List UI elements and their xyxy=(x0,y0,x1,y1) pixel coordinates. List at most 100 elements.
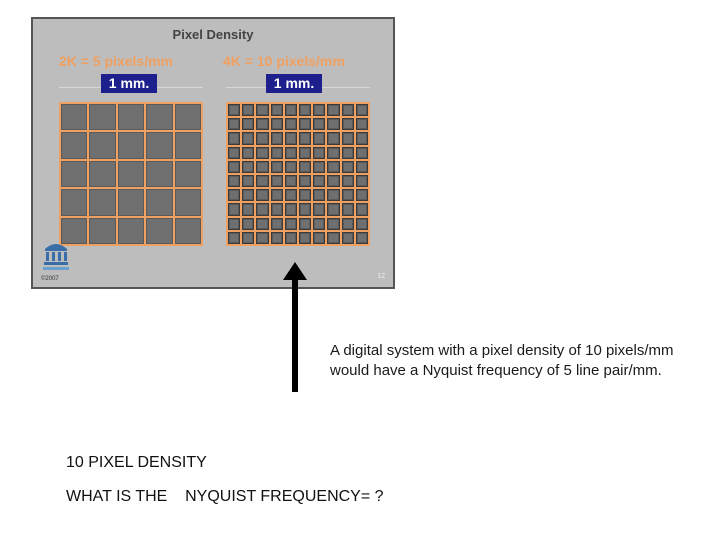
pixel-cell xyxy=(341,104,354,117)
pixel-cell xyxy=(327,118,340,131)
pixel-cell xyxy=(313,203,326,216)
pixel-cell xyxy=(298,146,312,159)
pixel-cell xyxy=(298,104,312,117)
pixel-cell xyxy=(284,146,297,159)
label-4k: 4K = 10 pixels/mm xyxy=(223,53,345,69)
pixel-cell xyxy=(298,189,312,202)
mm-label-4k: 1 mm. xyxy=(266,74,322,93)
pixel-cell xyxy=(327,231,340,244)
pixel-cell xyxy=(174,132,201,159)
pixel-cell xyxy=(355,104,368,117)
pixel-cell xyxy=(228,132,241,145)
pixel-cell xyxy=(61,132,88,159)
pixel-cell xyxy=(146,104,173,131)
pixel-cell xyxy=(228,160,241,173)
pixel-cell xyxy=(341,231,354,244)
pixel-cell xyxy=(242,217,255,230)
pixel-cell xyxy=(256,160,269,173)
pixel-cell xyxy=(298,203,312,216)
pixel-cell xyxy=(242,146,255,159)
up-arrow-icon xyxy=(283,262,307,392)
pixel-cell xyxy=(284,217,297,230)
pixel-cell xyxy=(313,118,326,131)
pixel-cell xyxy=(228,104,241,117)
pixel-cell xyxy=(61,104,88,131)
pixel-cell xyxy=(327,132,340,145)
pixel-cell xyxy=(146,132,173,159)
pixel-cell xyxy=(174,160,201,188)
pixel-cell xyxy=(355,174,368,188)
mm-label-2k: 1 mm. xyxy=(101,74,157,93)
pixel-cell xyxy=(228,146,241,159)
pixel-cell xyxy=(61,189,88,216)
pixel-cell xyxy=(228,174,241,188)
pixel-cell xyxy=(355,189,368,202)
pixel-cell xyxy=(313,189,326,202)
pixel-cell xyxy=(341,189,354,202)
pixel-cell xyxy=(146,217,173,244)
pixel-cell xyxy=(327,174,340,188)
pixel-cell xyxy=(270,146,283,159)
pixel-cell xyxy=(242,132,255,145)
pixel-cell xyxy=(256,217,269,230)
pixel-cell xyxy=(256,146,269,159)
pixel-cell xyxy=(242,118,255,131)
pixel-cell xyxy=(313,231,326,244)
pixel-cell xyxy=(355,231,368,244)
pixel-cell xyxy=(327,203,340,216)
pixel-cell xyxy=(313,104,326,117)
pixel-cell xyxy=(89,217,116,244)
pixel-cell xyxy=(117,189,145,216)
pixel-cell xyxy=(298,118,312,131)
pixel-cell xyxy=(270,118,283,131)
pixel-cell xyxy=(228,231,241,244)
pixel-cell xyxy=(284,104,297,117)
pixel-cell xyxy=(174,189,201,216)
pixel-cell xyxy=(89,160,116,188)
pixel-cell xyxy=(313,146,326,159)
pixel-cell xyxy=(327,217,340,230)
pixel-cell xyxy=(89,132,116,159)
pixel-cell xyxy=(256,118,269,131)
pixel-cell xyxy=(270,189,283,202)
pixel-cell xyxy=(256,174,269,188)
pixel-cell xyxy=(341,146,354,159)
pixel-cell xyxy=(313,217,326,230)
pixel-grid-4k xyxy=(226,102,370,246)
pixel-cell xyxy=(270,231,283,244)
pixel-cell xyxy=(284,189,297,202)
pixel-cell xyxy=(89,189,116,216)
pixel-cell xyxy=(327,146,340,159)
pixel-cell xyxy=(270,174,283,188)
pixel-cell xyxy=(341,217,354,230)
pixel-cell xyxy=(298,132,312,145)
pixel-cell xyxy=(313,174,326,188)
pixel-cell xyxy=(355,203,368,216)
question-line-2: WHAT IS THE NYQUIST FREQUENCY= ? xyxy=(66,488,384,505)
pixel-cell xyxy=(355,132,368,145)
pixel-cell xyxy=(284,203,297,216)
pixel-cell xyxy=(117,132,145,159)
pixel-cell xyxy=(270,132,283,145)
pixel-cell xyxy=(146,189,173,216)
pixel-cell xyxy=(242,104,255,117)
pixel-cell xyxy=(355,160,368,173)
explanation-text: A digital system with a pixel density of… xyxy=(330,342,674,379)
university-seal-icon xyxy=(43,244,69,270)
pixel-cell xyxy=(61,160,88,188)
question-line-1: 10 PIXEL DENSITY xyxy=(66,454,207,471)
pixel-cell xyxy=(341,174,354,188)
pixel-cell xyxy=(284,118,297,131)
pixel-cell xyxy=(228,189,241,202)
pixel-cell xyxy=(89,104,116,131)
pixel-cell xyxy=(313,160,326,173)
pixel-cell xyxy=(228,217,241,230)
pixel-cell xyxy=(117,104,145,131)
pixel-cell xyxy=(256,132,269,145)
pixel-cell xyxy=(270,104,283,117)
pixel-cell xyxy=(270,160,283,173)
pixel-cell xyxy=(341,160,354,173)
pixel-cell xyxy=(327,189,340,202)
pixel-cell xyxy=(270,203,283,216)
pixel-cell xyxy=(298,160,312,173)
